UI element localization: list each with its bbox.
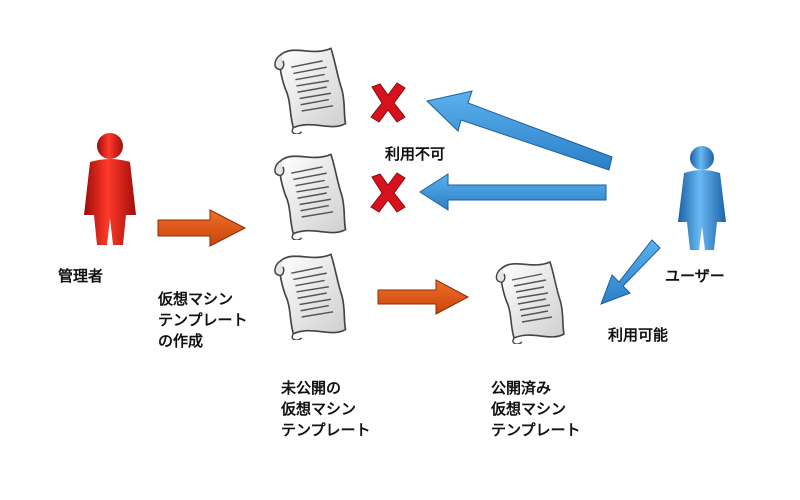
document-scroll-icon-middle xyxy=(274,153,347,240)
cross-icon-middle xyxy=(370,172,406,213)
create-template-label: 仮想マシン テンプレート の作成 xyxy=(158,289,248,352)
admin-person-icon xyxy=(84,133,136,245)
published-line: 公開済み xyxy=(491,379,552,397)
publish-arrow xyxy=(377,279,470,315)
cross-icon-top xyxy=(370,82,406,123)
published-line: テンプレート xyxy=(491,421,581,439)
document-scroll-icon-unpublished xyxy=(274,253,347,340)
admin-label: 管理者 xyxy=(58,267,104,285)
user-person-icon xyxy=(678,146,726,250)
unpublished-line: 仮想マシン xyxy=(281,400,357,418)
create-template-line: の作成 xyxy=(158,332,204,350)
published-line: 仮想マシン xyxy=(491,400,567,418)
create-template-line: 仮想マシン xyxy=(158,290,234,308)
blocked-arrow-middle xyxy=(419,173,607,211)
user-label: ユーザー xyxy=(665,267,725,285)
available-label: 利用可能 xyxy=(608,326,669,344)
unpublished-line: 未公開の xyxy=(281,379,342,397)
unpublished-line: テンプレート xyxy=(281,421,371,439)
create-arrow xyxy=(157,209,247,247)
create-template-line: テンプレート xyxy=(158,311,248,329)
document-scroll-icon-top xyxy=(274,47,347,134)
published-template-label: 公開済み 仮想マシン テンプレート xyxy=(491,378,581,441)
unpublished-template-label: 未公開の 仮想マシン テンプレート xyxy=(281,378,371,441)
blocked-arrow-top xyxy=(425,90,613,171)
available-arrow xyxy=(600,239,661,305)
unavailable-label: 利用不可 xyxy=(385,145,446,163)
document-scroll-icon-published xyxy=(495,261,565,344)
